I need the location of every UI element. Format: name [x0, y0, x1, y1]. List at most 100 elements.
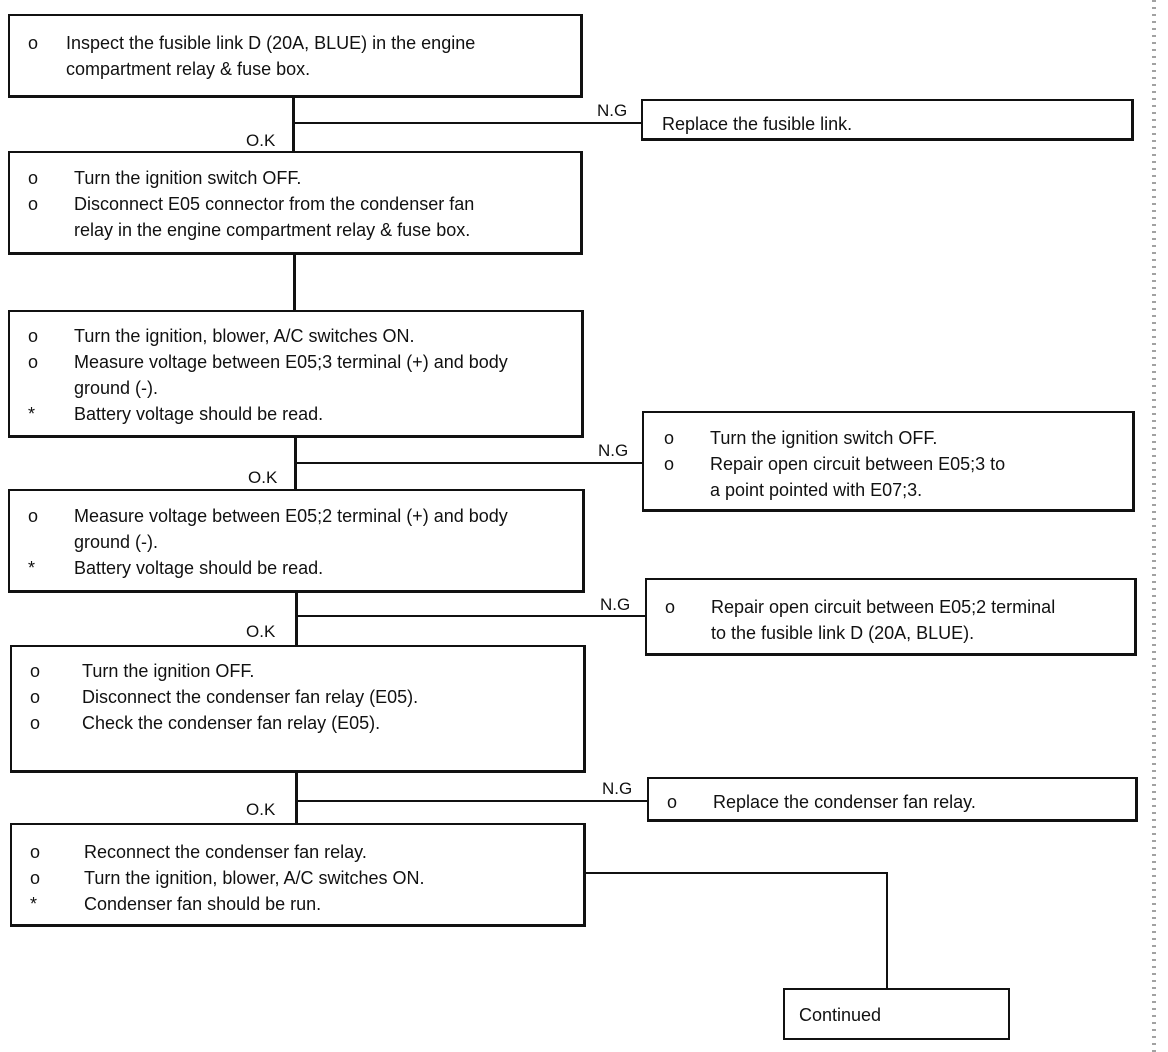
connector-2-down	[293, 253, 296, 310]
step-text: Measure voltage between E05;3 terminal (…	[74, 352, 508, 372]
bullet-icon: o	[28, 168, 39, 188]
connector-6-down	[886, 872, 888, 989]
note-asterisk-icon: *	[30, 894, 38, 914]
step-text-line: o Inspect the fusible link D (20A, BLUE) …	[28, 30, 580, 56]
step-text: Repair open circuit between E05;3 to	[710, 454, 1006, 474]
bullet-icon: o	[28, 352, 39, 372]
ok-label: O.K	[246, 622, 276, 641]
step-text-line: to the fusible link D (20A, BLUE).	[665, 620, 1134, 646]
step-text-line: * Condenser fan should be run.	[30, 891, 583, 917]
step-text: Battery voltage should be read.	[74, 404, 324, 424]
step-text: Turn the ignition OFF.	[82, 661, 255, 681]
connector-6-right	[586, 872, 888, 874]
action-box-replace-fusible-link: Replace the fusible link.	[641, 99, 1134, 141]
step-text: relay in the engine compartment relay & …	[74, 220, 471, 240]
bullet-icon: o	[30, 661, 41, 681]
ng-label: N.G	[598, 441, 629, 460]
step-text-line: relay in the engine compartment relay & …	[28, 217, 580, 243]
step-text: Replace the condenser fan relay.	[713, 792, 976, 812]
bullet-icon: o	[28, 506, 39, 526]
bullet-icon: o	[664, 454, 675, 474]
step-text: compartment relay & fuse box.	[66, 59, 311, 79]
step-text-line: o Turn the ignition, blower, A/C switches…	[30, 865, 583, 891]
step-text-line: compartment relay & fuse box.	[28, 56, 580, 82]
step-text: ground (-).	[74, 378, 159, 398]
step-text: Turn the ignition, blower, A/C switches …	[74, 326, 415, 346]
step-text-line: o Turn the ignition, blower, A/C switches…	[28, 323, 581, 349]
step-text-line: ground (-).	[28, 375, 581, 401]
step-text-line: o Disconnect the condenser fan relay (E05…	[30, 684, 583, 710]
bullet-icon: o	[30, 842, 41, 862]
connector-4-down	[295, 592, 298, 645]
step-text: Turn the ignition switch OFF.	[74, 168, 302, 188]
step-text-line: o Reconnect the condenser fan relay.	[30, 839, 583, 865]
note-asterisk-icon: *	[28, 404, 36, 424]
step-text: Disconnect E05 connector from the conden…	[74, 194, 475, 214]
step-box-inspect-fusible-link: o Inspect the fusible link D (20A, BLUE) …	[8, 14, 583, 98]
step-text-line: o Measure voltage between E05;3 terminal …	[28, 349, 581, 375]
bullet-icon: o	[667, 792, 678, 812]
ok-label: O.K	[246, 131, 276, 150]
step-text: Continued	[799, 1005, 882, 1025]
step-text-line: * Battery voltage should be read.	[28, 555, 582, 581]
step-box-measure-e05-3: o Turn the ignition, blower, A/C switches…	[8, 310, 584, 438]
bullet-icon: o	[30, 713, 41, 733]
connector-3-ng	[294, 462, 643, 464]
page-edge-dots	[1152, 0, 1156, 1052]
step-text: Check the condenser fan relay (E05).	[82, 713, 381, 733]
step-text: ground (-).	[74, 532, 159, 552]
ok-label: O.K	[248, 468, 278, 487]
step-text: Repair open circuit between E05;2 termin…	[711, 597, 1056, 617]
connector-4-ng	[295, 615, 646, 617]
step-text: Condenser fan should be run.	[84, 894, 322, 914]
ok-label: O.K	[246, 800, 276, 819]
step-text: Disconnect the condenser fan relay (E05)…	[82, 687, 419, 707]
step-text-line: Continued	[799, 1002, 1008, 1028]
step-text-line: o Turn the ignition switch OFF.	[28, 165, 580, 191]
step-text: to the fusible link D (20A, BLUE).	[711, 623, 975, 643]
bullet-icon: o	[28, 326, 39, 346]
bullet-icon: o	[28, 33, 39, 53]
ng-label: N.G	[597, 101, 628, 120]
connector-1-down	[292, 96, 295, 152]
step-text: Reconnect the condenser fan relay.	[84, 842, 367, 862]
action-box-repair-e05-2: o Repair open circuit between E05;2 termi…	[645, 578, 1137, 656]
connector-5-ng	[295, 800, 648, 802]
step-text-line: a point pointed with E07;3.	[664, 477, 1132, 503]
continued-box: Continued	[783, 988, 1010, 1040]
step-text-line: o Repair open circuit between E05;2 termi…	[665, 594, 1134, 620]
step-text: Battery voltage should be read.	[74, 558, 324, 578]
step-text-line: ground (-).	[28, 529, 582, 555]
ng-label: N.G	[600, 595, 631, 614]
step-text-line: o Turn the ignition OFF.	[30, 658, 583, 684]
step-text: Measure voltage between E05;2 terminal (…	[74, 506, 508, 526]
step-text-line: * Battery voltage should be read.	[28, 401, 581, 427]
step-text-line: o Measure voltage between E05;2 terminal …	[28, 503, 582, 529]
step-text: Replace the fusible link.	[662, 114, 853, 134]
step-text-line: o Check the condenser fan relay (E05).	[30, 710, 583, 736]
bullet-icon: o	[664, 428, 675, 448]
ng-label: N.G	[602, 779, 633, 798]
bullet-icon: o	[30, 687, 41, 707]
step-text-line: o Repair open circuit between E05;3 to	[664, 451, 1132, 477]
bullet-icon: o	[665, 597, 676, 617]
action-box-replace-condenser-fan-relay: o Replace the condenser fan relay.	[647, 777, 1138, 822]
step-box-measure-e05-2: o Measure voltage between E05;2 terminal …	[8, 489, 585, 593]
step-text: Turn the ignition switch OFF.	[710, 428, 938, 448]
note-asterisk-icon: *	[28, 558, 36, 578]
step-text: a point pointed with E07;3.	[710, 480, 923, 500]
step-text-line: o Disconnect E05 connector from the conde…	[28, 191, 580, 217]
bullet-icon: o	[28, 194, 39, 214]
step-text-line: Replace the fusible link.	[662, 111, 1131, 137]
connector-5-down	[295, 771, 298, 823]
step-text: Turn the ignition, blower, A/C switches …	[84, 868, 425, 888]
connector-1-ng	[292, 122, 642, 124]
step-text: Inspect the fusible link D (20A, BLUE) i…	[66, 33, 476, 53]
bullet-icon: o	[30, 868, 41, 888]
step-text-line: o Replace the condenser fan relay.	[667, 789, 1135, 815]
step-text-line: o Turn the ignition switch OFF.	[664, 425, 1132, 451]
